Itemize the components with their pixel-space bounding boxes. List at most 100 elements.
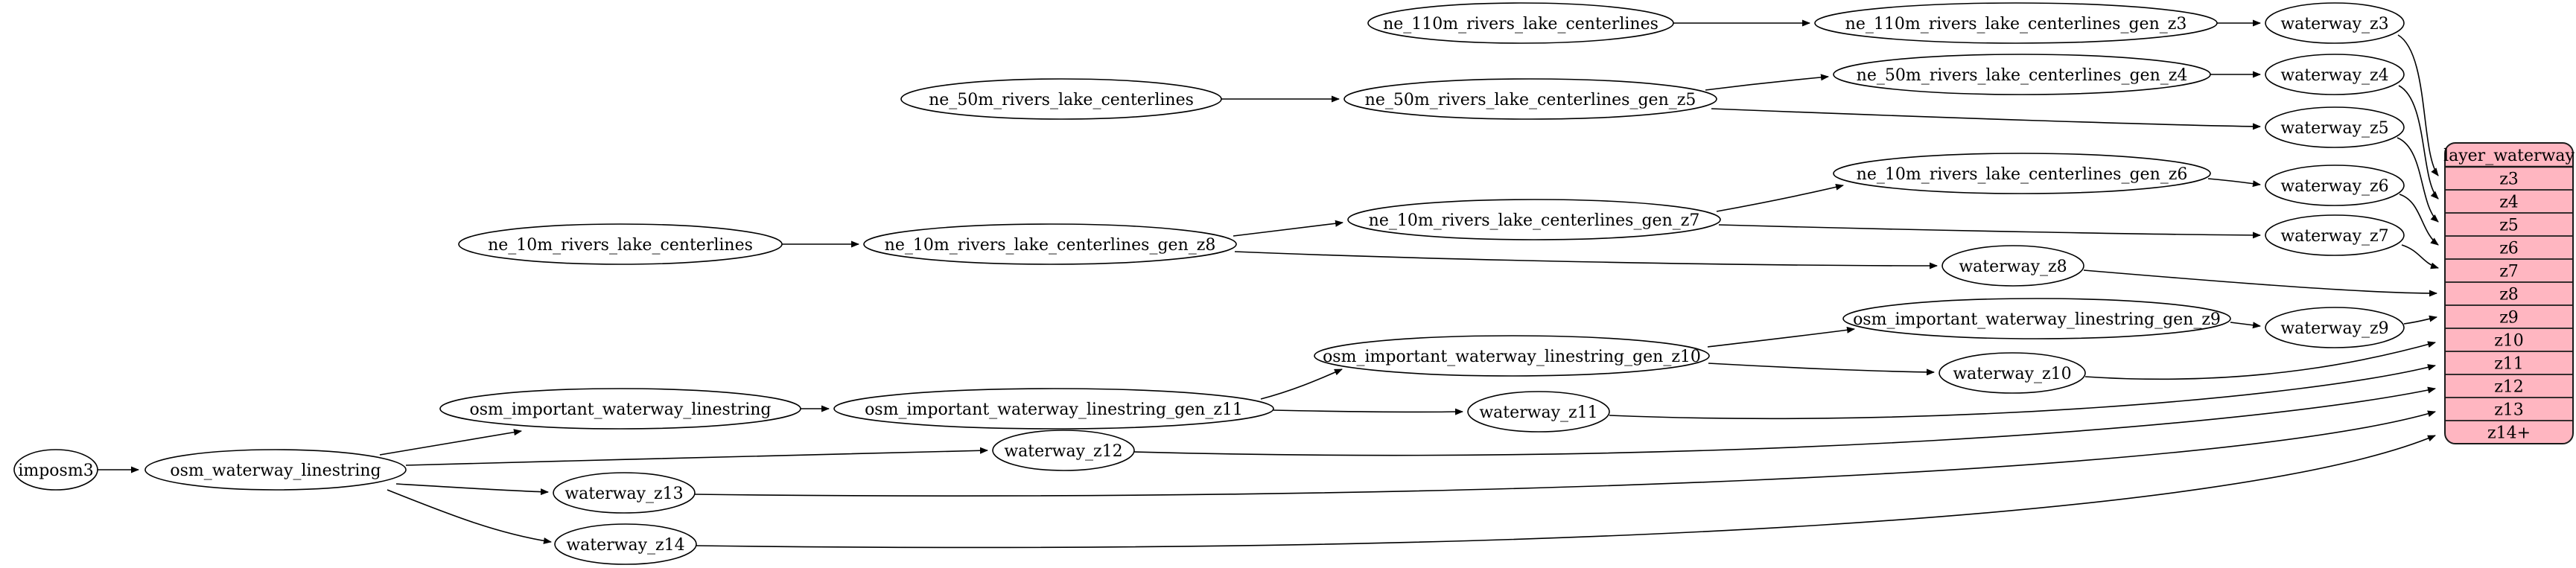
edge-osm_important_waterway_linestring_gen_z11-to-osm_important_waterway_linestring_gen_z10 <box>1260 368 1343 400</box>
node-waterway_z13: waterway_z13 <box>553 472 696 514</box>
node-label-waterway_z9: waterway_z9 <box>2280 319 2388 338</box>
node-osm_important_waterway_linestring: osm_important_waterway_linestring <box>439 388 801 430</box>
node-ne_10m_rivers_lake_centerlines: ne_10m_rivers_lake_centerlines <box>458 223 783 265</box>
node-ellipse-imposm3 <box>13 449 98 491</box>
edge-osm_waterway_linestring-to-waterway_z13 <box>395 483 549 496</box>
node-label-osm_important_waterway_linestring_gen_z11: osm_important_waterway_linestring_gen_z1… <box>865 401 1243 419</box>
edge-waterway_z9-to-layer_waterway-z9 <box>2403 315 2437 325</box>
node-ellipse-osm_waterway_linestring <box>144 449 407 491</box>
node-ne_10m_rivers_lake_centerlines_gen_z7: ne_10m_rivers_lake_centerlines_gen_z7 <box>1347 199 1721 240</box>
layer-table-row-z14+: z14+ <box>2487 424 2531 443</box>
edge-waterway_z7-to-layer_waterway-z7 <box>2401 244 2439 269</box>
node-osm_important_waterway_linestring_gen_z9: osm_important_waterway_linestring_gen_z9 <box>1842 298 2231 339</box>
edge-ne_50m_rivers_lake_centerlines_gen_z5-to-waterway_z5 <box>1711 108 2261 130</box>
layer-table-row-z12: z12 <box>2494 378 2524 397</box>
node-ellipse-ne_110m_rivers_lake_centerlines_gen_z3 <box>1814 2 2218 44</box>
edge-waterway_z3-to-layer_waterway-z3 <box>2397 34 2439 176</box>
edge-osm_important_waterway_linestring_gen_z9-to-waterway_z9 <box>2230 322 2261 329</box>
layer-table-row-z6: z6 <box>2499 240 2519 258</box>
node-waterway_z7: waterway_z7 <box>2265 214 2405 256</box>
node-label-waterway_z6: waterway_z6 <box>2280 177 2388 196</box>
edge-waterway_z4-to-layer_waterway-z4 <box>2398 85 2439 200</box>
node-waterway_z6: waterway_z6 <box>2265 165 2405 206</box>
node-osm_waterway_linestring: osm_waterway_linestring <box>144 449 407 491</box>
node-label-ne_10m_rivers_lake_centerlines: ne_10m_rivers_lake_centerlines <box>488 236 753 255</box>
edge-ne_10m_rivers_lake_centerlines_gen_z7-to-ne_10m_rivers_lake_centerlines_gen_z6 <box>1716 183 1844 212</box>
layer-table-row-z3: z3 <box>2499 170 2519 189</box>
edge-osm_waterway_linestring-to-waterway_z14 <box>387 489 552 544</box>
node-ellipse-ne_10m_rivers_lake_centerlines <box>458 223 783 265</box>
node-ellipse-osm_important_waterway_linestring_gen_z11 <box>833 388 1274 430</box>
edge-osm_important_waterway_linestring_gen_z10-to-waterway_z10 <box>1708 363 1935 376</box>
node-ellipse-ne_50m_rivers_lake_centerlines_gen_z5 <box>1343 78 1717 120</box>
node-ne_10m_rivers_lake_centerlines_gen_z6: ne_10m_rivers_lake_centerlines_gen_z6 <box>1833 153 2211 194</box>
node-label-waterway_z5: waterway_z5 <box>2280 119 2388 138</box>
node-ellipse-ne_10m_rivers_lake_centerlines_gen_z6 <box>1833 153 2211 194</box>
edge-ne_10m_rivers_lake_centerlines_gen_z8-to-waterway_z8 <box>1234 251 1938 269</box>
edge-waterway_z13-to-layer_waterway-z13 <box>694 410 2436 497</box>
node-osm_important_waterway_linestring_gen_z11: osm_important_waterway_linestring_gen_z1… <box>833 388 1274 430</box>
node-ne_110m_rivers_lake_centerlines: ne_110m_rivers_lake_centerlines <box>1367 2 1674 44</box>
layer-table-row-z10: z10 <box>2494 332 2524 351</box>
node-label-ne_110m_rivers_lake_centerlines: ne_110m_rivers_lake_centerlines <box>1383 15 1659 33</box>
node-label-osm_important_waterway_linestring_gen_z10: osm_important_waterway_linestring_gen_z1… <box>1323 348 1701 366</box>
edge-ne_50m_rivers_lake_centerlines_gen_z5-to-ne_50m_rivers_lake_centerlines_gen_z4 <box>1705 74 1829 91</box>
node-ellipse-waterway_z3 <box>2265 2 2405 44</box>
node-waterway_z5: waterway_z5 <box>2265 106 2405 148</box>
node-label-waterway_z3: waterway_z3 <box>2280 15 2388 33</box>
node-label-ne_50m_rivers_lake_centerlines_gen_z5: ne_50m_rivers_lake_centerlines_gen_z5 <box>1365 91 1696 109</box>
node-ellipse-waterway_z11 <box>1467 391 1610 433</box>
edge-waterway_z12-to-layer_waterway-z12 <box>1133 386 2436 456</box>
layer-table-background <box>2444 142 2574 444</box>
nodes-layer: imposm3 osm_waterway_linestring osm_import… <box>13 2 2405 565</box>
node-label-ne_10m_rivers_lake_centerlines_gen_z7: ne_10m_rivers_lake_centerlines_gen_z7 <box>1369 211 1700 230</box>
node-label-waterway_z8: waterway_z8 <box>1959 258 2067 276</box>
layer-table-row-z11: z11 <box>2494 355 2524 374</box>
edges-layer <box>98 19 2439 549</box>
node-label-imposm3: imposm3 <box>18 462 93 480</box>
layer-table-title: layer_waterway <box>2443 147 2575 165</box>
edge-waterway_z5-to-layer_waterway-z5 <box>2397 137 2439 223</box>
node-waterway_z11: waterway_z11 <box>1467 391 1610 433</box>
node-ellipse-ne_50m_rivers_lake_centerlines_gen_z4 <box>1833 54 2211 95</box>
node-label-osm_waterway_linestring: osm_waterway_linestring <box>170 462 381 480</box>
node-ellipse-osm_important_waterway_linestring <box>439 388 801 430</box>
edge-ne_10m_rivers_lake_centerlines_gen_z8-to-ne_10m_rivers_lake_centerlines_gen_z7 <box>1233 220 1343 237</box>
node-label-ne_10m_rivers_lake_centerlines_gen_z6: ne_10m_rivers_lake_centerlines_gen_z6 <box>1857 165 2188 184</box>
node-ellipse-waterway_z9 <box>2265 307 2405 348</box>
node-ne_50m_rivers_lake_centerlines_gen_z4: ne_50m_rivers_lake_centerlines_gen_z4 <box>1833 54 2211 95</box>
edge-osm_waterway_linestring-to-waterway_z12 <box>405 447 988 466</box>
edge-waterway_z10-to-layer_waterway-z10 <box>2084 341 2436 380</box>
node-ellipse-ne_110m_rivers_lake_centerlines <box>1367 2 1674 44</box>
node-label-osm_important_waterway_linestring_gen_z9: osm_important_waterway_linestring_gen_z9 <box>1853 310 2221 329</box>
node-waterway_z10: waterway_z10 <box>1939 352 2086 394</box>
edge-osm_waterway_linestring-to-osm_important_waterway_linestring <box>379 429 522 456</box>
node-label-waterway_z11: waterway_z11 <box>1479 403 1597 422</box>
node-ne_10m_rivers_lake_centerlines_gen_z8: ne_10m_rivers_lake_centerlines_gen_z8 <box>863 223 1237 265</box>
node-label-osm_important_waterway_linestring: osm_important_waterway_linestring <box>469 401 771 419</box>
layer-table-row-z13: z13 <box>2494 401 2524 420</box>
edge-waterway_z11-to-layer_waterway-z11 <box>1609 364 2436 420</box>
node-ellipse-waterway_z6 <box>2265 165 2405 206</box>
edge-ne_10m_rivers_lake_centerlines_gen_z6-to-waterway_z6 <box>2207 178 2261 188</box>
node-osm_important_waterway_linestring_gen_z10: osm_important_waterway_linestring_gen_z1… <box>1314 335 1710 377</box>
layer-table-row-z7: z7 <box>2499 263 2519 281</box>
node-label-ne_10m_rivers_lake_centerlines_gen_z8: ne_10m_rivers_lake_centerlines_gen_z8 <box>885 236 1216 255</box>
table-layer: layer_waterwayz3z4z5z6z7z8z9z10z11z12z13… <box>2443 142 2575 444</box>
node-ellipse-waterway_z12 <box>992 430 1135 471</box>
node-ellipse-waterway_z4 <box>2265 54 2405 95</box>
node-ellipse-waterway_z5 <box>2265 106 2405 148</box>
node-ellipse-waterway_z14 <box>554 523 697 565</box>
node-waterway_z14: waterway_z14 <box>554 523 697 565</box>
node-ellipse-osm_important_waterway_linestring_gen_z9 <box>1842 298 2231 339</box>
node-ellipse-osm_important_waterway_linestring_gen_z10 <box>1314 335 1710 377</box>
node-label-waterway_z13: waterway_z13 <box>565 485 683 503</box>
node-ne_50m_rivers_lake_centerlines: ne_50m_rivers_lake_centerlines <box>900 78 1222 120</box>
node-label-ne_50m_rivers_lake_centerlines_gen_z4: ne_50m_rivers_lake_centerlines_gen_z4 <box>1857 66 2188 85</box>
edge-waterway_z6-to-layer_waterway-z6 <box>2399 194 2439 246</box>
node-waterway_z12: waterway_z12 <box>992 430 1135 471</box>
node-ellipse-waterway_z10 <box>1939 352 2086 394</box>
node-label-waterway_z7: waterway_z7 <box>2280 227 2388 246</box>
